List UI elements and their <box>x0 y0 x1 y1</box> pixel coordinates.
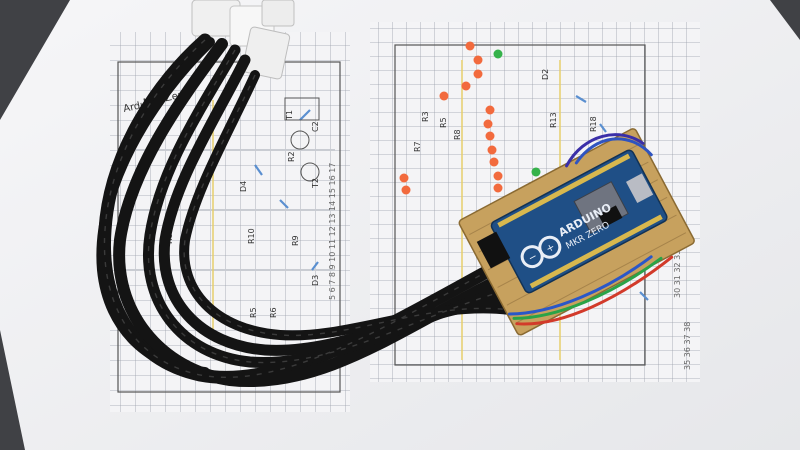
part-label: R8 <box>453 129 462 140</box>
part-label: T1 <box>285 110 294 121</box>
mkr-zero-board <box>490 149 668 294</box>
part-label: C2 <box>311 121 320 132</box>
part-label: D3 <box>311 275 320 286</box>
part-label: R6 <box>269 307 278 318</box>
part-label: R13 <box>549 112 558 128</box>
part-label: R3 <box>421 111 430 122</box>
part-label: R9 <box>291 235 300 246</box>
part-label: D4 <box>239 181 248 192</box>
part-label: R5 <box>439 117 448 128</box>
header-connector <box>476 231 511 269</box>
part-label: R7 <box>413 141 422 152</box>
part-label: D2 <box>541 69 550 80</box>
green-marker <box>493 49 503 59</box>
usb-connector <box>626 173 654 204</box>
green-marker <box>531 167 541 177</box>
orange-markers <box>399 41 503 195</box>
part-label: T2 <box>311 178 320 189</box>
arduino-assembly: − + ARDUINO MKR ZERO <box>458 128 695 336</box>
part-label: R10 <box>247 228 256 244</box>
white-connectors <box>191 0 295 80</box>
colored-wires <box>507 133 674 326</box>
part-label: R2 <box>287 151 296 162</box>
svg-text:30 31 32 33: 30 31 32 33 <box>673 250 682 298</box>
svg-text:5 6 7 8 9 10 11 12 13 14 15 16: 5 6 7 8 9 10 11 12 13 14 15 16 17 <box>328 163 337 300</box>
part-label: R5 <box>249 307 258 318</box>
part-label: R18 <box>589 116 598 132</box>
svg-text:35 36 37 38: 35 36 37 38 <box>683 322 692 370</box>
